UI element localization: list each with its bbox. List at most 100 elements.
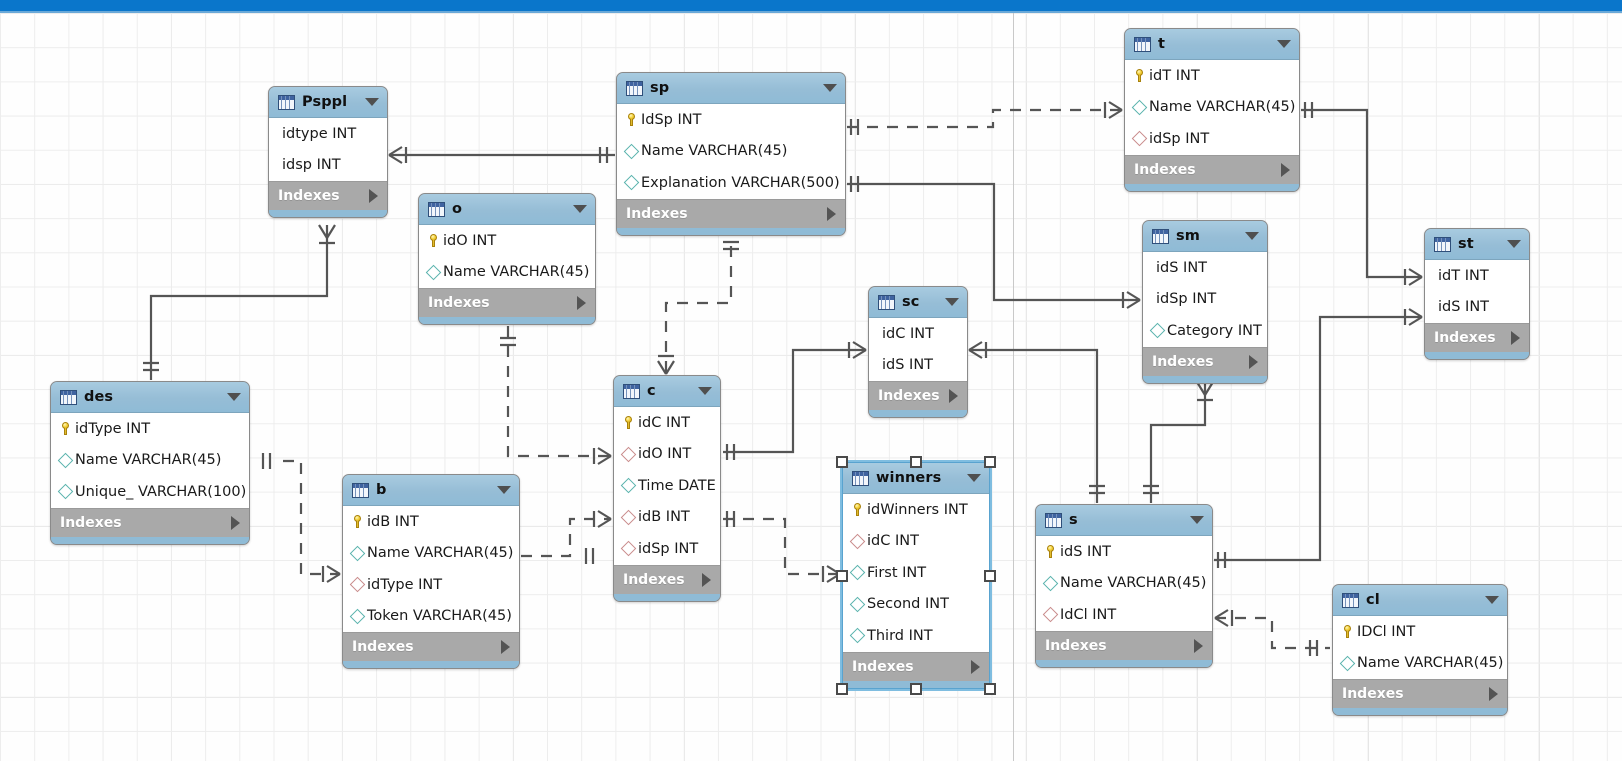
chevron-right-icon[interactable] xyxy=(702,572,711,587)
indexes-section-sp[interactable]: Indexes xyxy=(617,198,845,228)
table-header-o[interactable]: o xyxy=(419,194,595,225)
column-row[interactable]: idT INT xyxy=(1425,260,1529,292)
column-row[interactable]: Name VARCHAR(45) xyxy=(1333,648,1507,680)
resize-handle-w[interactable] xyxy=(836,569,848,582)
column-row[interactable]: IDCl INT xyxy=(1333,616,1507,648)
indexes-section-cl[interactable]: Indexes xyxy=(1333,679,1507,708)
table-header-t[interactable]: t xyxy=(1125,29,1299,60)
chevron-down-icon[interactable] xyxy=(227,393,241,401)
column-row[interactable]: idSp INT xyxy=(1143,284,1267,316)
column-row[interactable]: idS INT xyxy=(1425,292,1529,324)
column-row[interactable]: idB INT xyxy=(614,502,720,534)
table-header-des[interactable]: des xyxy=(51,382,249,413)
column-row[interactable]: IdCl INT xyxy=(1036,599,1212,631)
column-row[interactable]: idB INT xyxy=(343,506,519,538)
column-row[interactable]: idC INT xyxy=(843,526,989,558)
column-row[interactable]: Name VARCHAR(45) xyxy=(419,257,595,289)
column-row[interactable]: idWinners INT xyxy=(843,494,989,526)
indexes-section-b[interactable]: Indexes xyxy=(343,632,519,661)
indexes-section-Psppl[interactable]: Indexes xyxy=(269,181,387,210)
column-row[interactable]: Name VARCHAR(45) xyxy=(617,136,845,168)
column-row[interactable]: idO INT xyxy=(614,439,720,471)
column-row[interactable]: Token VARCHAR(45) xyxy=(343,601,519,633)
column-row[interactable]: idS INT xyxy=(1143,252,1267,284)
column-row[interactable]: idC INT xyxy=(614,407,720,439)
column-row[interactable]: idC INT xyxy=(869,318,967,350)
indexes-section-c[interactable]: Indexes xyxy=(614,564,720,594)
chevron-right-icon[interactable] xyxy=(501,640,510,654)
chevron-down-icon[interactable] xyxy=(1507,240,1521,248)
resize-handle-se[interactable] xyxy=(984,683,996,695)
resize-handle-ne[interactable] xyxy=(984,456,996,468)
chevron-right-icon[interactable] xyxy=(1489,687,1498,701)
indexes-section-sm[interactable]: Indexes xyxy=(1143,346,1267,376)
column-row[interactable]: idSp INT xyxy=(1125,123,1299,155)
column-row[interactable]: idsp INT xyxy=(269,150,387,182)
table-header-cl[interactable]: cl xyxy=(1333,585,1507,616)
chevron-down-icon[interactable] xyxy=(1245,232,1259,240)
chevron-right-icon[interactable] xyxy=(1511,331,1520,345)
chevron-right-icon[interactable] xyxy=(231,515,240,530)
chevron-right-icon[interactable] xyxy=(1249,354,1258,369)
column-row[interactable]: idType INT xyxy=(343,569,519,601)
table-header-b[interactable]: b xyxy=(343,475,519,506)
table-header-c[interactable]: c xyxy=(614,376,720,407)
table-header-sm[interactable]: sm xyxy=(1143,221,1267,252)
chevron-right-icon[interactable] xyxy=(369,189,378,203)
resize-handle-sw[interactable] xyxy=(836,683,848,695)
column-row[interactable]: idtype INT xyxy=(269,118,387,150)
column-row[interactable]: idT INT xyxy=(1125,60,1299,92)
indexes-section-des[interactable]: Indexes xyxy=(51,507,249,537)
indexes-section-winners[interactable]: Indexes xyxy=(843,651,989,681)
column-row[interactable]: Name VARCHAR(45) xyxy=(343,538,519,570)
chevron-right-icon[interactable] xyxy=(971,659,980,674)
table-header-sp[interactable]: sp xyxy=(617,73,845,104)
indexes-section-sc[interactable]: Indexes xyxy=(869,381,967,410)
resize-handle-nw[interactable] xyxy=(836,456,848,468)
column-row[interactable]: Category INT xyxy=(1143,315,1267,347)
chevron-down-icon[interactable] xyxy=(967,474,981,482)
chevron-down-icon[interactable] xyxy=(573,205,587,213)
column-row[interactable]: idS INT xyxy=(1036,536,1212,568)
chevron-down-icon[interactable] xyxy=(1485,596,1499,604)
column-row[interactable]: Explanation VARCHAR(500) xyxy=(617,167,845,199)
chevron-down-icon[interactable] xyxy=(945,298,959,306)
chevron-down-icon[interactable] xyxy=(1277,40,1291,48)
indexes-section-o[interactable]: Indexes xyxy=(419,288,595,317)
table-header-winners[interactable]: winners xyxy=(843,463,989,494)
indexes-section-t[interactable]: Indexes xyxy=(1125,154,1299,184)
resize-handle-s[interactable] xyxy=(910,683,922,695)
chevron-down-icon[interactable] xyxy=(365,98,379,106)
table-header-st[interactable]: st xyxy=(1425,229,1529,260)
column-row[interactable]: idO INT xyxy=(419,225,595,257)
column-row[interactable]: idS INT xyxy=(869,350,967,382)
chevron-right-icon[interactable] xyxy=(577,296,586,310)
resize-handle-n[interactable] xyxy=(910,456,922,468)
column-row[interactable]: Third INT xyxy=(843,620,989,652)
indexes-section-st[interactable]: Indexes xyxy=(1425,323,1529,352)
column-row[interactable]: Name VARCHAR(45) xyxy=(1125,92,1299,124)
column-row[interactable]: Second INT xyxy=(843,589,989,621)
resize-handle-e[interactable] xyxy=(984,569,996,582)
chevron-down-icon[interactable] xyxy=(497,486,511,494)
column-row[interactable]: Name VARCHAR(45) xyxy=(1036,568,1212,600)
column-row[interactable]: First INT xyxy=(843,557,989,589)
chevron-down-icon[interactable] xyxy=(698,387,712,395)
chevron-right-icon[interactable] xyxy=(1281,162,1290,177)
column-row[interactable]: Name VARCHAR(45) xyxy=(51,445,249,477)
chevron-right-icon[interactable] xyxy=(827,206,836,221)
column-row[interactable]: idSp INT xyxy=(614,533,720,565)
table-header-Psppl[interactable]: Psppl xyxy=(269,87,387,118)
column-row[interactable]: idType INT xyxy=(51,413,249,445)
